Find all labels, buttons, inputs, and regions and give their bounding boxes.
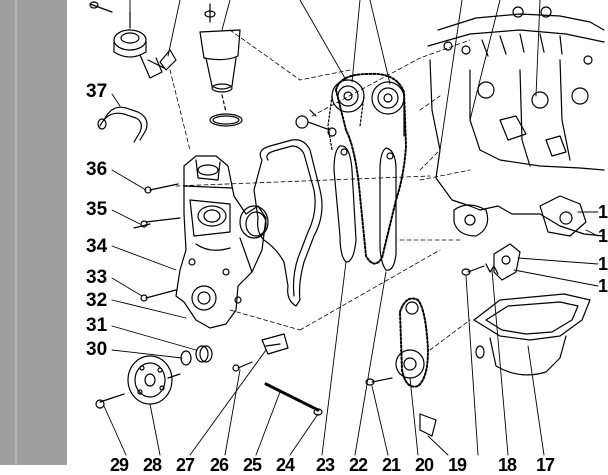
callout-26: 26 xyxy=(210,455,229,475)
callout-18: 18 xyxy=(498,455,517,475)
crank-seal-part xyxy=(180,345,213,366)
callout-21: 21 xyxy=(382,455,401,475)
callout-36: 36 xyxy=(86,159,108,180)
oil-pump-chain-part xyxy=(365,297,437,437)
assembly-lines xyxy=(169,29,471,351)
callout-20: 20 xyxy=(415,455,434,475)
timing-chain-part xyxy=(335,72,407,265)
oil-pan-part xyxy=(473,293,591,376)
front-cover-body-part xyxy=(175,155,269,329)
chain-tensioner-part xyxy=(232,333,323,416)
coolant-hose-part xyxy=(97,106,148,143)
callout-28: 28 xyxy=(143,455,162,475)
callout-17: 17 xyxy=(536,455,555,475)
thermostat-housing-part xyxy=(199,3,243,127)
callout-37: 37 xyxy=(86,81,108,102)
leader-lines-right xyxy=(129,0,599,287)
callout-34: 34 xyxy=(86,236,108,257)
callout-31: 31 xyxy=(86,315,108,336)
bracket-part xyxy=(461,243,521,281)
callout-30: 30 xyxy=(86,339,108,360)
callout-29: 29 xyxy=(110,455,129,475)
callout-32: 32 xyxy=(86,290,108,311)
callout-22: 22 xyxy=(349,455,368,475)
camshaft-sprockets-part xyxy=(327,79,405,151)
exploded-engine-diagram xyxy=(89,0,605,456)
front-cover-gasket-part xyxy=(253,139,323,307)
leader-lines-left xyxy=(111,93,197,359)
callout-25: 25 xyxy=(243,455,262,475)
tensioner-pulley-part xyxy=(89,1,177,79)
scan-margin-strip xyxy=(0,0,67,465)
callout-right-4: 1 xyxy=(598,276,608,296)
crankshaft-pulley-part xyxy=(95,355,181,409)
callout-33: 33 xyxy=(86,267,108,288)
leader-lines-bottom xyxy=(103,261,545,456)
idler-bolt-part xyxy=(295,109,337,137)
diagram-frame xyxy=(67,0,604,465)
cover-bolts-part xyxy=(133,183,181,302)
callout-27: 27 xyxy=(176,455,195,475)
callout-23: 23 xyxy=(316,455,335,475)
callout-35: 35 xyxy=(86,199,108,220)
callout-right-1: 1 xyxy=(598,202,608,222)
callout-right-2: 1 xyxy=(598,226,608,246)
scan-margin-rule xyxy=(15,0,17,465)
callout-24: 24 xyxy=(276,455,295,475)
callout-19: 19 xyxy=(448,455,467,475)
callout-right-3: 1 xyxy=(598,254,608,274)
engine-block-part xyxy=(427,6,605,237)
